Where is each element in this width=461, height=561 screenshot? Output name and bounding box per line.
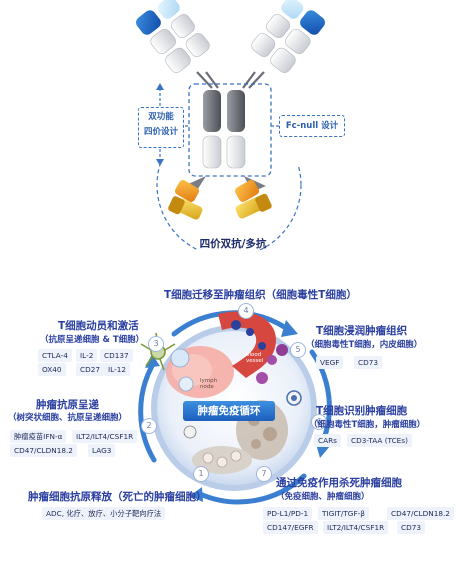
step-number-6: 6 <box>311 414 327 430</box>
step3-title: T细胞动员和激活 <box>58 320 139 332</box>
dead-tumor-cells-illustration <box>183 425 252 474</box>
bifunctional-tetravalent-label: 双功能 四价设计 <box>138 107 184 148</box>
step5-title: T细胞浸润肿瘤组织 <box>316 325 408 337</box>
lymph-node-label: lymph node <box>200 378 218 390</box>
step5-subtitle: （细胞毒性T细胞，内皮细胞） <box>306 340 423 350</box>
hinge <box>196 71 265 89</box>
step-number-5: 5 <box>290 342 306 358</box>
step-number-3: 3 <box>148 336 164 352</box>
step7-item: TIGIT/TGF-β <box>318 507 369 520</box>
step-number-7: 7 <box>256 466 272 482</box>
step3-item: CD27 <box>76 363 104 376</box>
fc-stem <box>202 90 246 169</box>
cycle-center-label: 肿瘤免疫循环 <box>197 405 261 417</box>
lymph-node-illustration <box>166 346 234 398</box>
step6-item: CD3-TAA (TCEs) <box>347 434 412 447</box>
bottom-dashed-circle <box>156 165 302 250</box>
step6-subtitle: （细胞毒性T细胞，肿瘤细胞） <box>309 420 426 430</box>
cycle-center-box <box>183 401 275 421</box>
blood-vessel-illustration <box>218 311 276 378</box>
step5-item: VEGF <box>316 356 344 369</box>
step2-item: 肿瘤疫苗IFN-α <box>10 430 67 443</box>
blood-vessel-label: blood vessel <box>246 352 264 364</box>
step7-item: CD147/EGFR <box>263 521 318 534</box>
step7-title: 通过免疫作用杀死肿瘤细胞 <box>276 477 402 489</box>
t-cells-illustration <box>256 344 288 384</box>
step2-title: 肿瘤抗原呈递 <box>36 399 99 411</box>
step2-item: LAG3 <box>88 444 116 457</box>
right-arm <box>251 0 325 73</box>
lower-left-domain <box>168 176 206 220</box>
step2-subtitle: （树突状细胞、抗原呈递细胞） <box>8 413 128 423</box>
fc-dashed-box <box>188 83 272 177</box>
step1-title: 肿瘤细胞抗原释放（死亡的肿瘤细胞） <box>28 491 207 503</box>
step7-item: CD47/CLDN18.2 <box>387 507 454 520</box>
step7-item: CD73 <box>397 521 425 534</box>
step3-item: IL-2 <box>76 349 98 362</box>
step6-item: CARs <box>314 434 341 447</box>
step6-title: T细胞识别肿瘤细胞 <box>316 405 408 417</box>
immunity-cycle <box>138 310 332 505</box>
antibody-diagram <box>136 0 325 250</box>
step7-item: ILT2/ILT4/CSF1R <box>323 521 389 534</box>
step2-item: ILT2/ILT4/CSF1R <box>72 430 138 443</box>
step7-subtitle: （免疫细胞、肿瘤细胞） <box>276 492 370 502</box>
lower-right-domain <box>234 176 272 219</box>
step7-item: PD-L1/PD-1 <box>263 507 313 520</box>
fc-null-label: Fc-null 设计 <box>279 115 345 137</box>
left-arm <box>136 0 210 73</box>
step4-title: T细胞迁移至肿瘤组织（细胞毒性T细胞） <box>164 289 357 301</box>
step2-item: CD47/CLDN18.2 <box>10 444 77 457</box>
step3-item: CTLA-4 <box>38 349 72 362</box>
step1-item: ADC, 化疗、放疗、小分子靶向疗法 <box>42 507 166 520</box>
antibody-caption: 四价双抗/多抗 <box>199 238 267 250</box>
step3-subtitle: （抗原呈递细胞 & T细胞） <box>40 335 145 345</box>
step3-item: IL-12 <box>104 363 131 376</box>
step-number-2: 2 <box>141 418 157 434</box>
step-number-4: 4 <box>238 303 254 319</box>
step5-item: CD73 <box>354 356 382 369</box>
step-number-1: 1 <box>193 466 209 482</box>
cycle-arrowheads <box>145 320 330 502</box>
step3-item: OX40 <box>38 363 66 376</box>
step3-item: CD137 <box>100 349 133 362</box>
